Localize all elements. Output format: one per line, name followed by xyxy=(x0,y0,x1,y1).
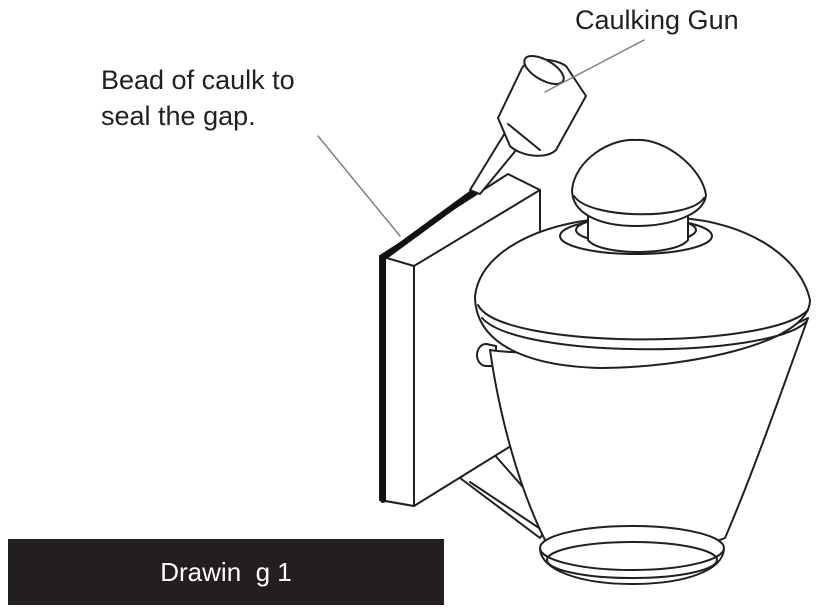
caulking-gun-label: Caulking Gun xyxy=(575,5,739,35)
lamp-shade xyxy=(474,217,811,369)
lamp-bottom-ring xyxy=(539,525,725,585)
leader-line-bead xyxy=(317,135,401,237)
bead-label-line-1: Bead of caulk to xyxy=(101,65,295,95)
bead-of-caulk-label: Bead of caulk to seal the gap. xyxy=(101,62,295,134)
caulking-gun-tube xyxy=(469,55,587,195)
drawing-caption: Drawin g 1 xyxy=(160,556,292,587)
bead-label-line-2: seal the gap. xyxy=(101,101,256,131)
lamp-finial xyxy=(571,138,707,227)
leader-line-gun xyxy=(544,39,645,93)
caption-bar: Drawin g 1 xyxy=(8,539,444,605)
caulk-bead xyxy=(380,187,479,503)
